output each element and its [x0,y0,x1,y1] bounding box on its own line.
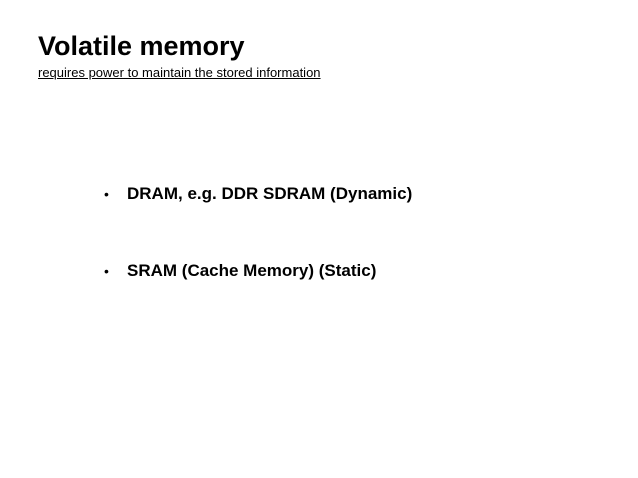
bullet-icon: • [104,186,109,202]
list-item: • SRAM (Cache Memory) (Static) [104,260,618,282]
slide-title: Volatile memory [38,31,245,61]
bullet-text-sram: SRAM (Cache Memory) (Static) [127,261,377,280]
list-item: • DRAM, e.g. DDR SDRAM (Dynamic) [104,183,618,205]
bullet-list: • DRAM, e.g. DDR SDRAM (Dynamic) • SRAM … [104,183,618,337]
bullet-icon: • [104,263,109,279]
slide-subtitle: requires power to maintain the stored in… [38,65,321,80]
bullet-text-dram: DRAM, e.g. DDR SDRAM (Dynamic) [127,184,413,203]
slide-header: Volatile memory requires power to mainta… [38,30,618,81]
